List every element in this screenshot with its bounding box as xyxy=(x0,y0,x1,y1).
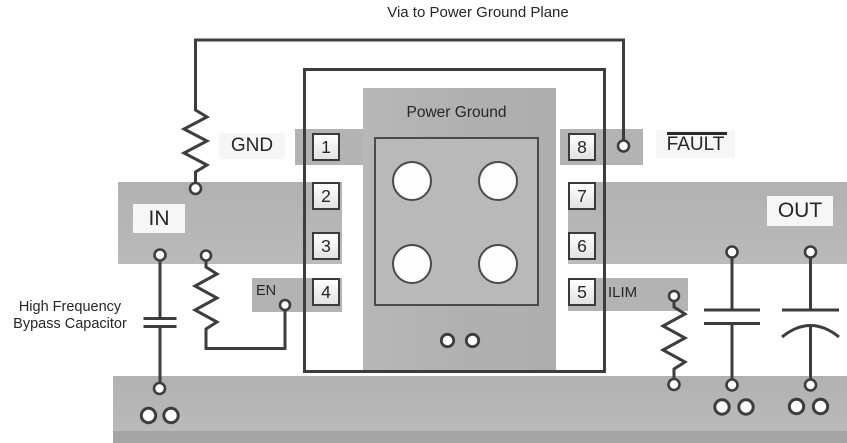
in-label: IN xyxy=(133,204,185,233)
power-ground-label: Power Ground xyxy=(406,104,507,121)
thermal-via-icon xyxy=(478,244,518,284)
gnd-label: GND xyxy=(219,133,285,159)
pin-7: 7 xyxy=(568,182,596,210)
fault-overline xyxy=(667,132,727,135)
pin-3: 3 xyxy=(312,232,340,260)
bottom-ground-plane-edge xyxy=(113,431,847,443)
pin-5: 5 xyxy=(568,278,596,306)
output-capacitor-bulk-symbol xyxy=(781,245,840,392)
pin-8: 8 xyxy=(568,133,596,161)
thermal-via-icon xyxy=(392,244,432,284)
bypass-note-line2: Bypass Capacitor xyxy=(13,316,127,332)
pin-2: 2 xyxy=(312,182,340,210)
bypass-capacitor-symbol xyxy=(143,248,177,396)
ilim-label: ILIM xyxy=(608,284,638,301)
output-capacitor-ceramic-symbol xyxy=(704,245,760,392)
pin-4: 4 xyxy=(312,278,340,306)
pin-6: 6 xyxy=(568,232,596,260)
via-note-label: Via to Power Ground Plane xyxy=(387,4,569,21)
bottom-ground-plane xyxy=(113,376,847,431)
out-label: OUT xyxy=(767,196,833,226)
bypass-note-line1: High Frequency xyxy=(18,299,122,315)
bypass-capacitor-note: High Frequency Bypass Capacitor xyxy=(0,299,140,333)
pin-1: 1 xyxy=(312,133,340,161)
en-label: EN xyxy=(256,283,277,299)
fault-label: FAULT xyxy=(656,130,735,158)
